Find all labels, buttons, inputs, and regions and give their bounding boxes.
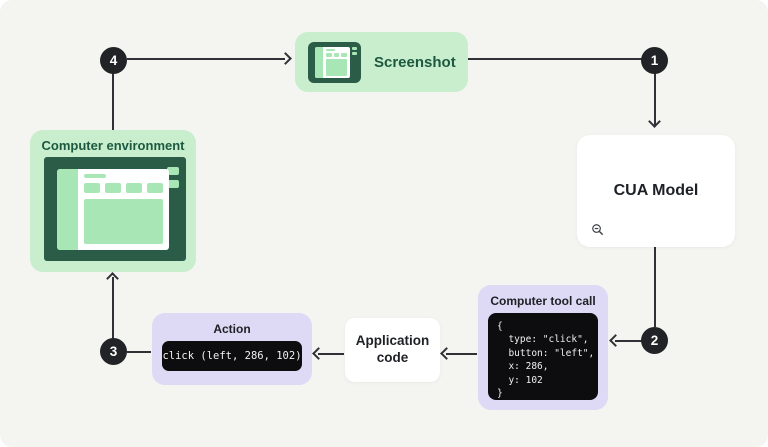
- connector-cua-to-step2: [654, 247, 656, 327]
- screenshot-node: Screenshot: [295, 32, 468, 92]
- cua-model-label: CUA Model: [613, 182, 699, 199]
- window-content: [84, 199, 163, 244]
- window-urlbar: [326, 48, 335, 51]
- connector-step4-to-screenshot: [127, 58, 285, 60]
- window-tabs: [84, 183, 163, 193]
- monitor-button-icon: [352, 51, 357, 55]
- cua-model-node: CUA Model: [577, 135, 735, 247]
- monitor-button-icon: [167, 167, 179, 175]
- window-sidebar: [57, 169, 78, 250]
- connector-step2-to-toolcall: [615, 340, 642, 342]
- arrowhead-right-icon: [279, 52, 292, 65]
- window-main: [78, 169, 169, 250]
- browser-window-icon: [315, 46, 350, 78]
- connector-appcode-to-action: [318, 353, 344, 355]
- monitor-button-icon: [352, 46, 357, 50]
- computer-environment-icon: [44, 157, 186, 261]
- tool-call-code-block: { type: "click", button: "left", x: 286,…: [488, 313, 598, 400]
- connector-step3-to-environment: [112, 277, 114, 339]
- screenshot-icon: [308, 41, 361, 83]
- arrowhead-up-icon: [106, 272, 119, 285]
- browser-window-icon: [57, 169, 169, 250]
- arrowhead-down-icon: [648, 115, 661, 128]
- window-content: [326, 58, 347, 76]
- window-main: [323, 47, 350, 78]
- arrowhead-left-icon: [609, 334, 622, 347]
- step-2-badge: 2: [641, 327, 668, 354]
- arrowhead-left-icon: [312, 347, 325, 360]
- window-tabs: [326, 52, 348, 57]
- application-code-label: Application code: [355, 333, 430, 365]
- connector-environment-to-step4: [112, 73, 114, 130]
- action-code-pill: click (left, 286, 102): [162, 341, 302, 371]
- step-1-badge: 1: [641, 47, 668, 74]
- computer-tool-call-node: Computer tool call { type: "click", butt…: [478, 285, 608, 410]
- window-urlbar: [84, 174, 106, 178]
- action-title: Action: [213, 322, 251, 336]
- application-code-node: Application code: [345, 318, 440, 382]
- zoom-out-cursor-icon: [591, 223, 605, 237]
- screenshot-label: Screenshot: [374, 53, 456, 71]
- window-sidebar: [315, 46, 323, 78]
- computer-tool-call-title: Computer tool call: [490, 294, 596, 308]
- connector-toolcall-to-appcode: [446, 353, 477, 355]
- arrowhead-left-icon: [440, 347, 453, 360]
- step-3-badge: 3: [100, 338, 127, 365]
- action-node: Action click (left, 286, 102): [152, 313, 312, 385]
- step-4-badge: 4: [100, 47, 127, 74]
- connector-action-to-step3: [127, 351, 151, 353]
- connector-screenshot-to-step1: [468, 58, 642, 60]
- computer-environment-node: Computer environment: [30, 130, 196, 272]
- monitor-button-icon: [167, 180, 179, 188]
- computer-environment-label: Computer environment: [41, 138, 185, 153]
- connector-step1-to-cua: [654, 73, 656, 126]
